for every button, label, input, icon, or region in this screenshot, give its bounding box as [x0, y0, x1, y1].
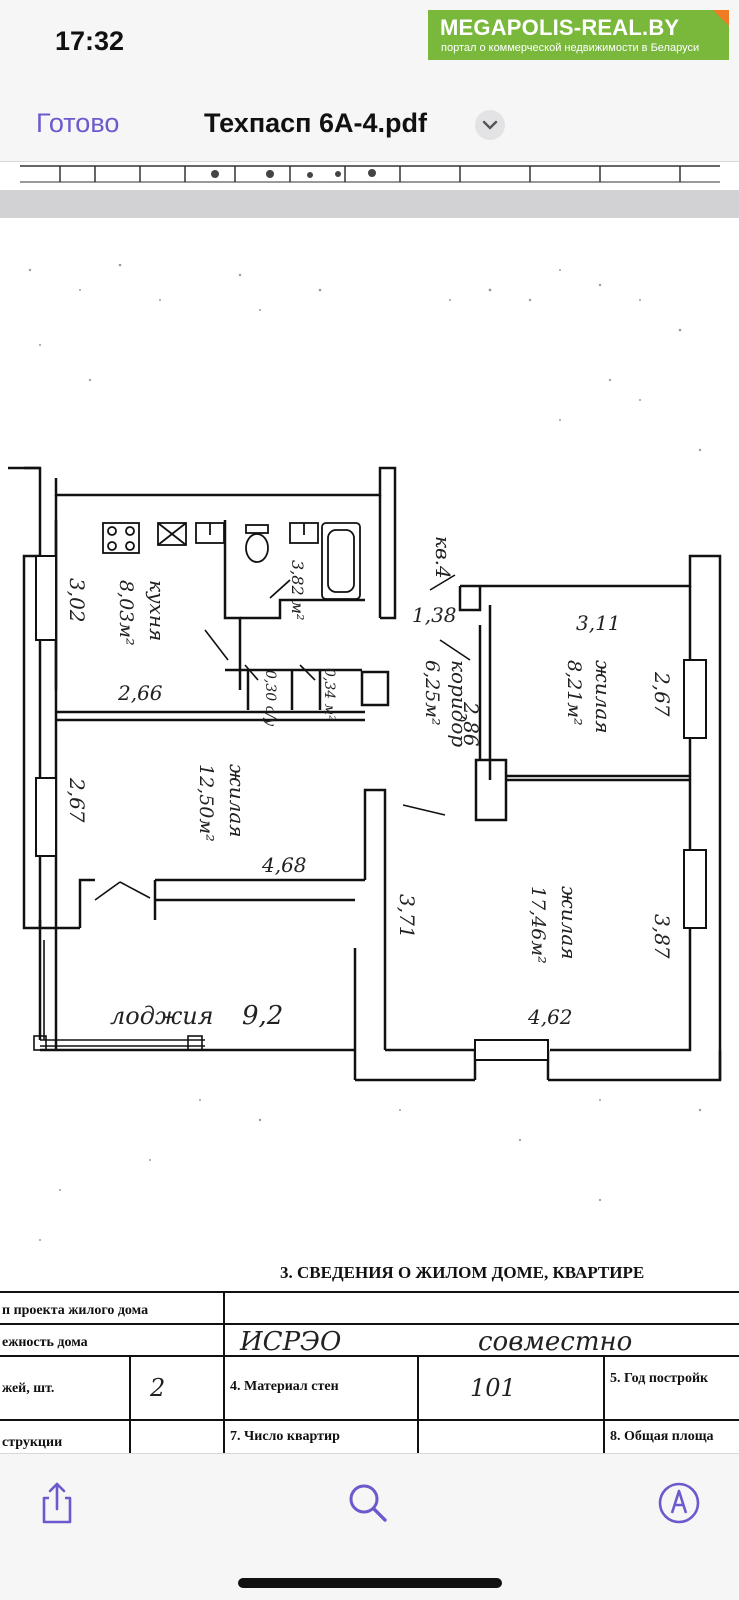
previous-page-scan [20, 165, 720, 183]
living1-dim-2: 4,68 [261, 853, 307, 877]
living2-area: 8,21м² [563, 660, 585, 726]
fixtures [102, 522, 361, 600]
title-menu-button[interactable] [475, 110, 505, 140]
row-flats-label: 7. Число квартир [230, 1429, 340, 1444]
home-indicator[interactable] [238, 1578, 502, 1588]
living1-name: жилая [225, 764, 249, 838]
status-bar: 17:32 MEGAPOLIS-REAL.BY портал о коммерч… [0, 0, 739, 90]
living3-dim-2: 3,87 [650, 914, 674, 959]
living1-dim-1: 2,67 [65, 777, 89, 823]
bathroom-area: 3,82 м² [288, 560, 307, 620]
search-icon [349, 1484, 387, 1522]
row-walls-value: 101 [470, 1374, 516, 1402]
status-time: 17:32 [55, 26, 125, 56]
previous-page-bottom [0, 162, 739, 190]
corridor-name: коридор [447, 660, 471, 747]
row-area-label: 8. Общая площа [610, 1429, 714, 1444]
kitchen-area: 8,03м² [115, 580, 137, 646]
living3-area: 17,46м² [527, 886, 549, 964]
row-constructions-label: струкции [2, 1435, 62, 1450]
living3-dim-3: 4,62 [527, 1005, 573, 1029]
kitchen-dim-2: 2,66 [117, 681, 163, 705]
kitchen-dim-1: 3,02 [65, 578, 89, 623]
search-button[interactable] [345, 1480, 391, 1526]
corridor-area: 6,25м² [421, 660, 443, 726]
row-ownership-value: ИСРЭО [239, 1327, 341, 1357]
doors [94, 574, 471, 901]
share-button[interactable] [34, 1480, 80, 1526]
info-table-grid [0, 1291, 739, 1453]
row-walls-label: 4. Материал стен [230, 1379, 339, 1394]
chevron-down-icon [482, 120, 498, 130]
markup-icon [658, 1482, 700, 1524]
bottom-toolbar [0, 1453, 739, 1600]
kitchen-name: кухня [145, 580, 169, 641]
share-icon [42, 1482, 72, 1524]
row-project-label: п проекта жилого дома [2, 1303, 148, 1318]
loggia-area: 9,2 [242, 1001, 283, 1031]
walls [8, 466, 722, 1082]
living2-name: жилая [591, 660, 615, 734]
watermark-title: MEGAPOLIS-REAL.BY [440, 15, 680, 40]
corridor-dim-1: 2,86 [459, 701, 483, 747]
floor-plan-drawing: кв.4 3,02 кухня 8,03м² 2,66 3,82 м² 0,30… [0, 263, 739, 1453]
living2-dim-2: 2,67 [650, 671, 674, 717]
living1-area: 12,50м² [195, 764, 217, 842]
wc-area: 0,30 с/у [262, 670, 278, 727]
loggia-rail [33, 940, 205, 1051]
living2-dim-1: 3,11 [576, 611, 621, 635]
living3-name: жилая [557, 886, 581, 960]
scan-noise [28, 263, 702, 1241]
row-ownership-label: ежность дома [2, 1335, 88, 1350]
row-floors-value: 2 [149, 1374, 165, 1402]
section-heading: 3. СВЕДЕНИЯ О ЖИЛОМ ДОМЕ, КВАРТИРЕ [280, 1263, 644, 1282]
nav-bar: Готово Техпасп 6А-4.pdf [0, 90, 739, 162]
apartment-label: кв.4 [431, 536, 455, 579]
windows [35, 555, 707, 1061]
watermark-subtitle: портал о коммерческой недвижимости в Бел… [441, 42, 700, 54]
watermark-corner [713, 10, 729, 26]
row-ownership-value-2: совместно [478, 1327, 632, 1357]
row-floors-label: жей, шт. [2, 1381, 54, 1396]
corridor-dim-2: 1,38 [412, 603, 457, 627]
row-year-label: 5. Год постройк [610, 1371, 709, 1386]
living3-dim-1: 3,71 [395, 894, 419, 939]
document-title[interactable]: Техпасп 6А-4.pdf [204, 108, 427, 138]
markup-button[interactable] [656, 1480, 702, 1526]
done-button[interactable]: Готово [36, 108, 120, 138]
pdf-page: кв.4 3,02 кухня 8,03м² 2,66 3,82 м² 0,30… [0, 218, 739, 1453]
page-separator [0, 190, 739, 218]
storage-area: 0,34 м² [321, 668, 337, 721]
watermark-logo: MEGAPOLIS-REAL.BY портал о коммерческой … [428, 10, 729, 60]
loggia-name: лоджия [110, 1002, 214, 1030]
